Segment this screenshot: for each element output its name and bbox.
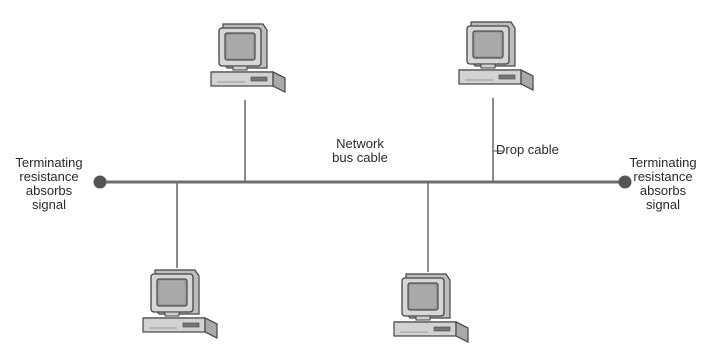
terminator-left (93, 175, 107, 189)
terminator-right-label-line: Terminating (629, 155, 697, 170)
terminator-right-label: Terminating resistance absorbs signal (615, 156, 711, 212)
computer-top-right (458, 21, 534, 91)
bus-cable-label: Network bus cable (300, 137, 420, 165)
bus-cable-label-line: Network (336, 136, 384, 151)
terminator-left-label: Terminating resistance absorbs signal (0, 156, 98, 212)
computer-top-left (210, 23, 286, 93)
computer-bottom-left (142, 269, 218, 339)
terminator-left-label-line: signal (32, 197, 66, 212)
terminator-left-label-line: resistance (19, 169, 79, 184)
terminator-right-label-line: absorbs (639, 183, 687, 198)
terminator-right (618, 175, 632, 189)
drop-cable-label: Drop cable (496, 142, 559, 157)
terminator-left-label-line: Terminating (15, 155, 83, 170)
terminator-right-label-line: resistance (633, 169, 693, 184)
terminator-right-label-line: signal (646, 197, 680, 212)
computer-bottom-right (393, 273, 469, 343)
bus-cable-label-line: bus cable (332, 150, 388, 165)
terminator-left-label-line: absorbs (25, 183, 73, 198)
